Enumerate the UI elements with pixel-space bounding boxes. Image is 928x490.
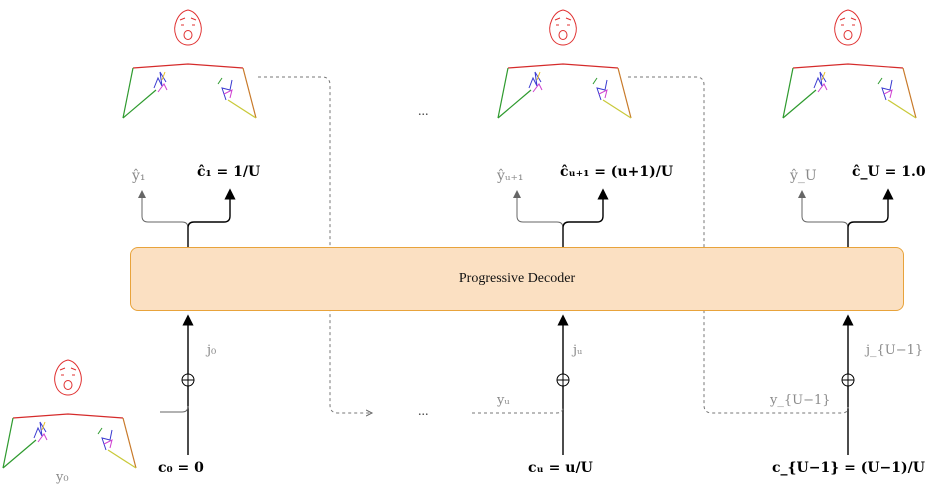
ellipsis-bottom: ... [418,404,429,419]
output-y-label-3: ŷ_U [790,168,817,184]
output-c-label-3: ĉ_U = 1.0 [852,164,926,180]
output-y-label-2: ŷᵤ₊₁ [497,168,524,184]
feedback-dashed-1 [258,76,370,413]
sum-node-3 [841,373,855,387]
pose-figure-2 [497,9,632,119]
pose-figure-input [2,359,137,469]
output-c-label-1: ĉ₁ = 1/U [197,164,261,180]
ellipsis-top: ... [418,104,429,119]
input-c-label-1: c₀ = 0 [158,460,204,476]
prev-pose-label-1: y₀ [56,470,69,485]
output-arrow-y-2 [513,190,564,237]
output-arrow-c-1 [187,188,236,237]
prev-pose-label-2: yᵤ [497,393,510,408]
feedback-dashed-3 [628,76,849,414]
input-c-label-3: c_{U−1} = (U−1)/U [772,460,925,476]
pose-figure-3 [782,9,917,119]
prev-pose-label-3: y_{U−1} [770,393,831,408]
sum-node-2 [556,373,570,387]
feedback-dashed-2 [472,406,564,414]
pos-enc-label-2: jᵤ [573,343,583,358]
output-y-label-1: ŷ₁ [132,168,146,184]
sum-node-1 [181,373,195,387]
output-arrow-y-3 [798,190,849,237]
decoder-block [130,247,904,311]
output-arrow-y-1 [138,190,189,237]
output-arrow-c-3 [847,188,894,237]
pos-enc-label-1: j₀ [207,343,217,358]
decoder-label: Progressive Decoder [458,271,576,286]
output-c-label-2: ĉᵤ₊₁ = (u+1)/U [560,164,674,180]
output-arrow-c-2 [562,188,609,237]
prev-pose-link-1 [160,405,189,413]
pose-figure-1 [122,9,257,119]
input-c-label-2: cᵤ = u/U [528,460,593,476]
pos-enc-label-3: j_{U−1} [866,343,924,358]
